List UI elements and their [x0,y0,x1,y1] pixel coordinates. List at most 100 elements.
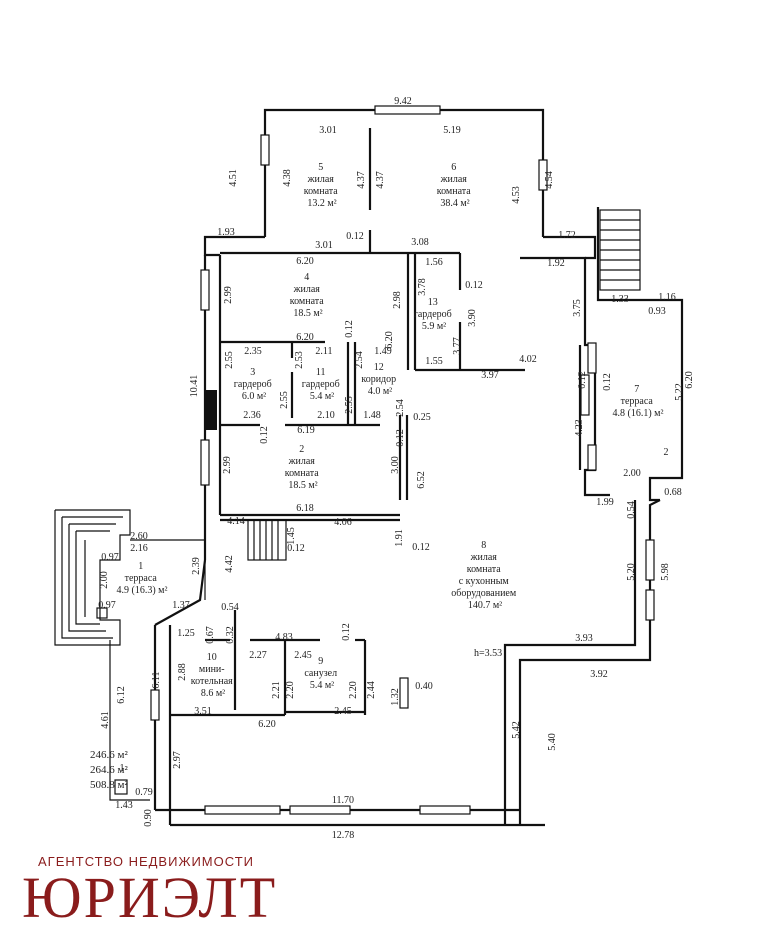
room-1-label: 1 терраса 4.9 (16.3) м² [117,561,168,596]
dimension-label: 2.36 [243,410,261,421]
staircase-upper [599,209,641,291]
dimension-label: 0.25 [413,412,431,423]
dimension-label: 4.51 [228,169,239,187]
dimension-label: 0.12 [341,623,352,641]
dimension-label: 2.53 [294,351,305,369]
dimension-label: 1 [120,763,125,774]
dimension-label: 2.20 [348,681,359,699]
dimension-label: 0.93 [648,306,666,317]
dimension-label: 3.08 [411,237,429,248]
dimension-label: 0.40 [415,681,433,692]
room-labels: 5 жилая комната 13.2 м² 6 жилая комната … [117,162,664,699]
dimension-label: 1.16 [658,292,676,303]
staircase-lower [247,519,287,561]
dimension-label: 2.35 [244,346,262,357]
dimension-label: 4.61 [100,711,111,729]
dimension-label: 1.72 [558,230,576,241]
dimension-label: 1.56 [425,257,443,268]
dimension-label: 2.55 [279,391,290,409]
dimension-label: 2.10 [317,410,335,421]
dimension-label: 1.55 [425,356,443,367]
area-total-3: 508.8 м² [90,779,128,791]
dimension-label: 4.06 [334,517,352,528]
dimension-label: 1.37 [172,600,190,611]
dimension-label: 6.12 [116,686,127,704]
dimension-label: 0.97 [101,552,119,563]
dimension-label: 2.55 [344,396,355,414]
dimension-label: 2.16 [130,543,148,554]
dimension-label: 0.97 [98,600,116,611]
dimension-label: 4.14 [227,516,245,527]
room-11-label: 11 гардероб 5.4 м² [302,367,343,402]
dimension-label: 0.32 [225,626,236,644]
dimension-label: 5.19 [443,125,461,136]
ceiling-height: h=3.53 [474,648,502,659]
dimension-label: 11.70 [332,795,354,806]
dimension-label: 0.67 [205,626,216,644]
area-total-1: 246.6 м² [90,749,128,761]
dimension-label: 3.78 [417,278,428,296]
dimension-label: 0.12 [602,373,613,391]
dimension-label: 2.55 [224,351,235,369]
dimension-labels: 9.42 3.01 5.19 4.51 4.38 4.37 4.37 4.53 4.54 1.93… [98,96,695,841]
dimension-label: 2.27 [249,650,267,661]
dimension-label: 0.79 [135,787,153,798]
dimension-label: 4.38 [282,169,293,187]
dimension-label: 2.44 [366,681,377,699]
dimension-label: 5.22 [674,383,685,401]
dimension-label: 4.53 [511,186,522,204]
dimension-label: 5.40 [547,733,558,751]
dimension-label: 3.51 [194,706,212,717]
dimension-label: 9.42 [394,96,412,107]
dimension-label: 0.12 [287,543,305,554]
dimension-label: 4.37 [375,171,386,189]
dimension-label: 3.97 [481,370,499,381]
windows [150,105,655,815]
dimension-label: 0.12 [344,320,355,338]
dimension-label: 5.42 [511,721,522,739]
dimension-label: 12.78 [332,830,355,841]
dimension-label: 0.68 [664,487,682,498]
area-totals: 246.6 м² 264.6 м² 508.8 м² [90,748,128,793]
room-3-label: 3 гардероб 6.0 м² [234,367,275,402]
dimension-label: 0.12 [395,429,406,447]
dimension-label: 1.45 [286,527,297,545]
dimension-label: 6.20 [296,256,314,267]
dimension-label: 4.23 [574,419,585,437]
dimension-label: 2.54 [395,399,406,417]
dimension-label: 3.01 [319,125,337,136]
dimension-label: 4.83 [275,632,293,643]
room-9-label: 9 санузел 5.4 м² [304,656,339,691]
dimension-label: 2.45 [294,650,312,661]
dimension-label: 4.54 [544,171,555,189]
dimension-label: 3.01 [315,240,333,251]
room-2-label: 2 жилая комната 18.5 м² [285,444,321,491]
dimension-label: 1.49 [374,346,392,357]
dimension-label: 3.90 [467,309,478,327]
room-6-label: 6 жилая комната 38.4 м² [437,162,473,209]
room-12-label: 12 коридор 4.0 м² [361,362,398,397]
dimension-label: 2.54 [354,351,365,369]
room-4-label: 4 жилая комната 18.5 м² [290,272,326,319]
dimension-label: 4.37 [356,171,367,189]
dimension-label: 0.54 [626,501,637,519]
dimension-label: 0.12 [412,542,430,553]
dimension-label: 1.25 [177,628,195,639]
dimension-label: 3.77 [452,337,463,355]
dimension-label: 5.98 [660,563,671,581]
dimension-label: 2.60 [130,531,148,542]
dimension-label: 2 [664,447,669,458]
dimension-label: 5.20 [626,563,637,581]
dimension-label: 6.20 [296,332,314,343]
dimension-label: 1.93 [217,227,235,238]
dimension-label: 2.98 [392,291,403,309]
dimension-label: 1.92 [547,258,565,269]
room-13-label: 13 гардероб 5.9 м² [414,297,455,332]
dimension-label: 6.20 [258,719,276,730]
dimension-label: 0.12 [465,280,483,291]
dimension-label: 3.75 [572,299,583,317]
dimension-label: 2.00 [623,468,641,479]
dimension-label: 2.11 [315,346,332,357]
dimension-label: 0.90 [143,809,154,827]
